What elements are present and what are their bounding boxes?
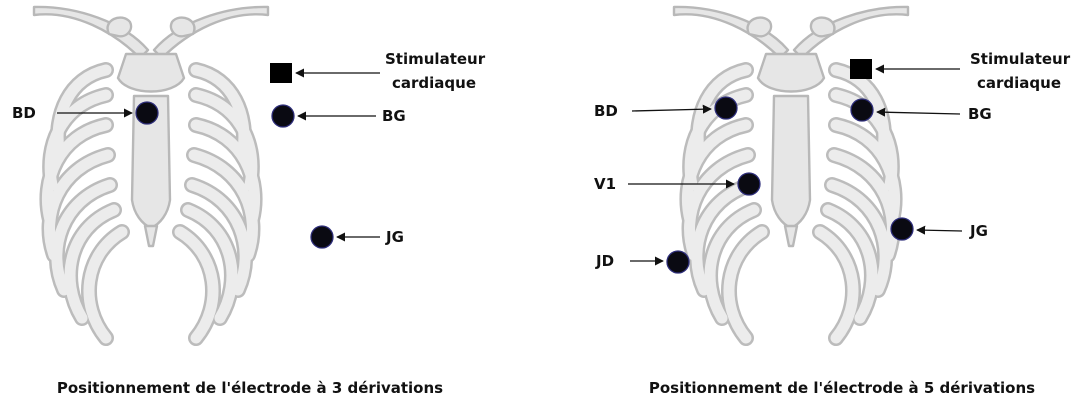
pacemaker-marker	[270, 63, 292, 83]
electrode-la	[272, 105, 294, 127]
pacemaker-marker	[850, 59, 872, 79]
pacemaker-label-line1: Stimulateur	[970, 50, 1071, 68]
ribcage-illustration	[674, 7, 908, 338]
caption-5-leads: Positionnement de l'électrode à 5 dériva…	[649, 379, 1035, 397]
electrode-ll	[891, 218, 913, 240]
electrode-ra-label: BD	[12, 104, 36, 122]
electrode-ll-label: JG	[969, 222, 988, 240]
diagram-5-leads: Stimulateur cardiaque BD BG V1 JG JD Pos…	[594, 7, 1071, 397]
pacemaker-label-line1: Stimulateur	[385, 50, 486, 68]
pacemaker-label-line2: cardiaque	[392, 74, 476, 92]
ribcage-illustration	[34, 7, 268, 338]
electrode-la-label: BG	[382, 107, 406, 125]
caption-3-leads: Positionnement de l'électrode à 3 dériva…	[57, 379, 443, 397]
electrode-la-label: BG	[968, 105, 992, 123]
electrode-ra-label: BD	[594, 102, 618, 120]
electrode-ra	[715, 97, 737, 119]
electrode-v1-label: V1	[594, 175, 616, 193]
diagram-3-leads: Stimulateur cardiaque BD BG JG Positionn…	[12, 7, 486, 397]
electrode-la	[851, 99, 873, 121]
electrode-rl-label: JD	[595, 252, 614, 270]
electrode-ll	[311, 226, 333, 248]
electrode-v1	[738, 173, 760, 195]
electrode-ll-label: JG	[385, 228, 404, 246]
electrode-rl	[667, 251, 689, 273]
electrode-ra	[136, 102, 158, 124]
pacemaker-label-line2: cardiaque	[977, 74, 1061, 92]
